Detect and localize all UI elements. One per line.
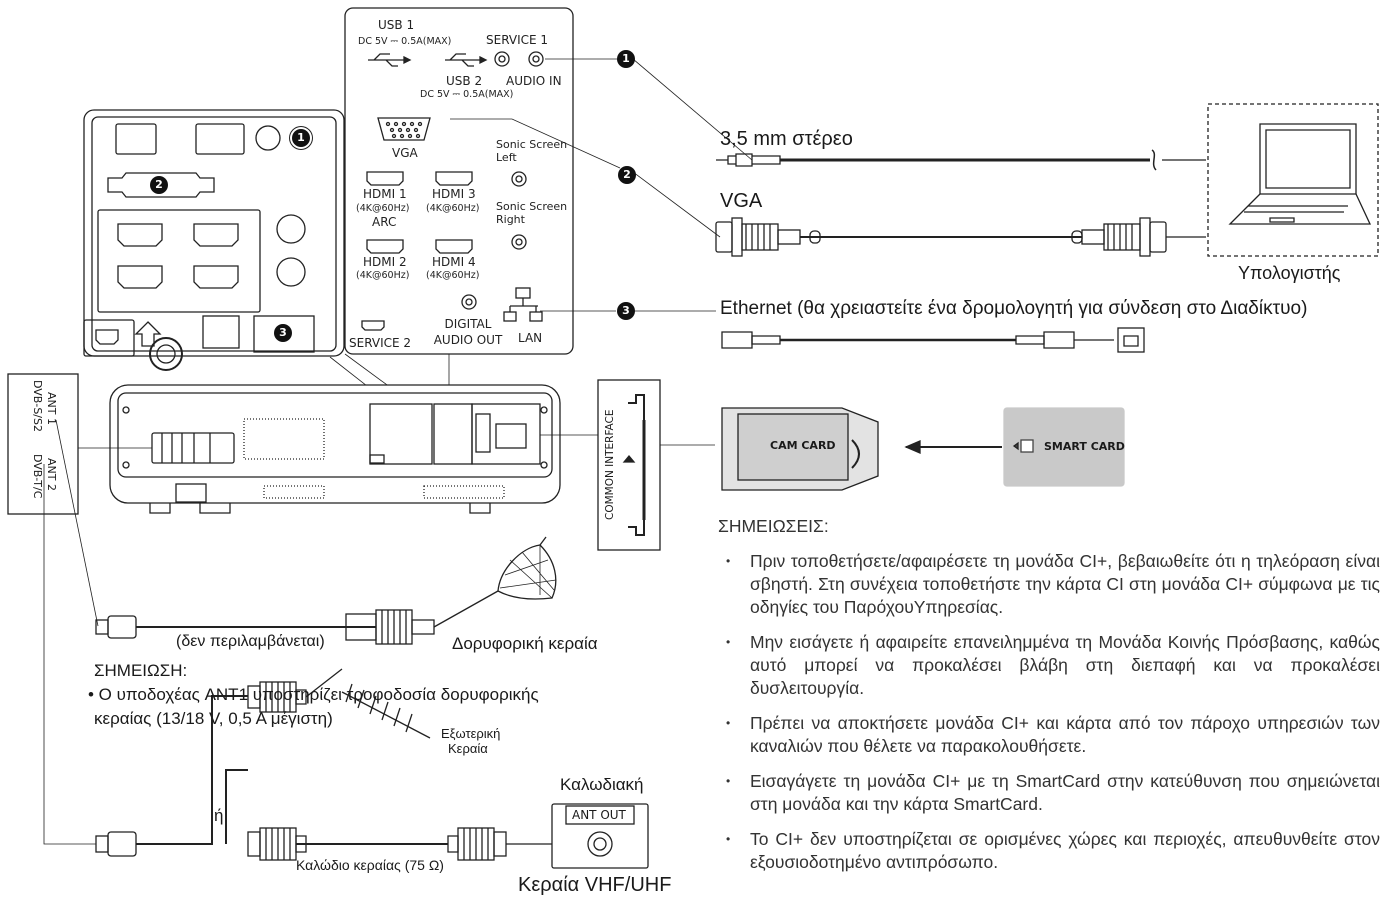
sonic-right-jack xyxy=(511,234,527,250)
hdmi-4-spec: (4K@60Hz) xyxy=(426,270,480,281)
hdmi-3-port xyxy=(435,171,473,186)
rear-panel-box xyxy=(83,109,345,357)
note-item: Πριν τοποθετήσετε/αφαιρέσετε τη μονάδα C… xyxy=(718,550,1380,619)
satellite-dish-icon xyxy=(497,536,557,600)
digital-audio-out-label: DIGITAL AUDIO OUT xyxy=(433,317,503,347)
note-item: Το CI+ δεν υποστηρίζεται σε ορισμένες χώ… xyxy=(718,828,1380,874)
hdmi-2-label: HDMI 2 xyxy=(363,255,407,269)
cable-tv-box xyxy=(551,803,649,869)
antenna-cable-label: Καλώδιο κεραίας (75 Ω) xyxy=(296,857,444,873)
panel-badge-3: 3 xyxy=(274,324,292,342)
hdmi-4-label: HDMI 4 xyxy=(432,255,476,269)
lan-icon xyxy=(503,287,543,322)
terrestrial-cable xyxy=(95,668,552,861)
vga-cable-label: VGA xyxy=(720,190,763,212)
smart-card xyxy=(1003,407,1125,487)
lan-label: LAN xyxy=(518,331,543,345)
or-label: ή xyxy=(214,806,224,825)
usb-2-power-label: DC 5V ⎓ 0.5A(MAX) xyxy=(420,89,514,100)
usb-2-label: USB 2 xyxy=(446,74,483,88)
notes-section: ΣΗΜΕΙΩΣΕΙΣ: Πριν τοποθετήσετε/αφαιρέσετε… xyxy=(718,515,1380,886)
stereo-label: 3,5 mm στέρεο xyxy=(720,128,853,150)
hdmi-1-port xyxy=(366,171,404,186)
not-included-label: (δεν περιλαμβάνεται) xyxy=(176,633,325,650)
ethernet-cable xyxy=(721,327,1145,353)
vga-port xyxy=(377,117,431,141)
vhf-uhf-label: Κεραία VHF/UHF xyxy=(518,874,672,896)
port-panel-box xyxy=(344,7,574,355)
usb-1-label: USB 1 xyxy=(378,18,415,32)
cam-card xyxy=(721,407,879,491)
service-1-jack xyxy=(494,51,510,67)
hdmi-4-port xyxy=(435,239,473,254)
computer-box xyxy=(1207,103,1379,257)
note-item: Εισαγάγετε τη μονάδα CI+ με τη SmartCard… xyxy=(718,770,1380,816)
note-item: Πρέπει να αποκτήσετε μονάδα CI+ και κάρτ… xyxy=(718,712,1380,758)
ethernet-label: Ethernet (θα χρειαστείτε ένα δρομολογητή… xyxy=(720,298,1308,319)
antenna-note-line-1: • Ο υποδοχέας ANT1 υποστηρίζει τροφοδοσί… xyxy=(88,685,539,704)
ant2-type-label: DVB-T/C xyxy=(31,454,44,499)
common-interface-box xyxy=(597,379,661,551)
satellite-cable xyxy=(95,590,499,645)
sonic-left-label: Sonic Screen Left xyxy=(496,138,568,164)
hdmi-2-port xyxy=(366,239,404,254)
common-interface-label: COMMON INTERFACE xyxy=(604,409,616,520)
ant-box xyxy=(7,373,79,515)
usb-1-power-label: DC 5V ⎓ 0.5A(MAX) xyxy=(358,36,452,47)
panel-badge-2: 2 xyxy=(150,176,168,194)
ant1-label: ANT 1 xyxy=(45,392,58,425)
hdmi-1-label: HDMI 1 xyxy=(363,187,407,201)
audio-in-label: AUDIO IN xyxy=(506,74,562,88)
cam-card-label: CAM CARD xyxy=(770,439,836,452)
panel-badge-1: 1 xyxy=(292,129,310,147)
arc-label: ARC xyxy=(372,215,397,229)
stereo-cable xyxy=(716,149,1206,171)
antenna-note-line-2: κεραίας (13/18 V, 0,5 A μέγιστη) xyxy=(94,709,333,728)
smart-card-label: SMART CARD xyxy=(1044,440,1125,453)
projector-body xyxy=(109,384,561,514)
service-2-port xyxy=(361,320,385,331)
external-antenna-label-2: Κεραία xyxy=(448,741,488,756)
external-antenna-label-1: Εξωτερική xyxy=(441,726,501,741)
badge-2: 2 xyxy=(618,166,636,184)
yagi-antenna-icon xyxy=(341,683,431,739)
hdmi-1-spec: (4K@60Hz) xyxy=(356,203,410,214)
usb-2-icon xyxy=(445,53,488,67)
hdmi-2-spec: (4K@60Hz) xyxy=(356,270,410,281)
badge-1: 1 xyxy=(617,50,635,68)
digital-audio-jack xyxy=(461,294,477,310)
hdmi-3-spec: (4K@60Hz) xyxy=(426,203,480,214)
service-2-label: SERVICE 2 xyxy=(349,336,412,350)
sonic-right-label: Sonic Screen Right xyxy=(496,200,568,226)
antenna-note-title: ΣΗΜΕΙΩΣΗ: xyxy=(94,661,188,680)
vga-label: VGA xyxy=(392,146,418,160)
cable-tv-label: Καλωδιακή xyxy=(560,775,644,794)
badge-3: 3 xyxy=(617,302,635,320)
hdmi-3-label: HDMI 3 xyxy=(432,187,476,201)
notes-title: ΣΗΜΕΙΩΣΕΙΣ: xyxy=(718,516,829,536)
sonic-left-jack xyxy=(511,171,527,187)
satellite-label: Δορυφορική κεραία xyxy=(452,634,598,653)
ant-out-label: ANT OUT xyxy=(572,808,626,822)
ant1-type-label: DVB-S/S2 xyxy=(31,380,44,432)
note-item: Μην εισάγετε ή αφαιρείτε επανειλημμένα τ… xyxy=(718,631,1380,700)
notes-list: Πριν τοποθετήσετε/αφαιρέσετε τη μονάδα C… xyxy=(718,550,1380,874)
usb-1-icon xyxy=(368,53,412,67)
computer-label: Υπολογιστής xyxy=(1238,263,1341,283)
laptop-icon xyxy=(1228,123,1372,225)
vga-cable xyxy=(715,217,1206,257)
service-1-label: SERVICE 1 xyxy=(486,33,549,47)
audio-in-jack xyxy=(528,51,544,67)
ant2-label: ANT 2 xyxy=(45,458,58,491)
